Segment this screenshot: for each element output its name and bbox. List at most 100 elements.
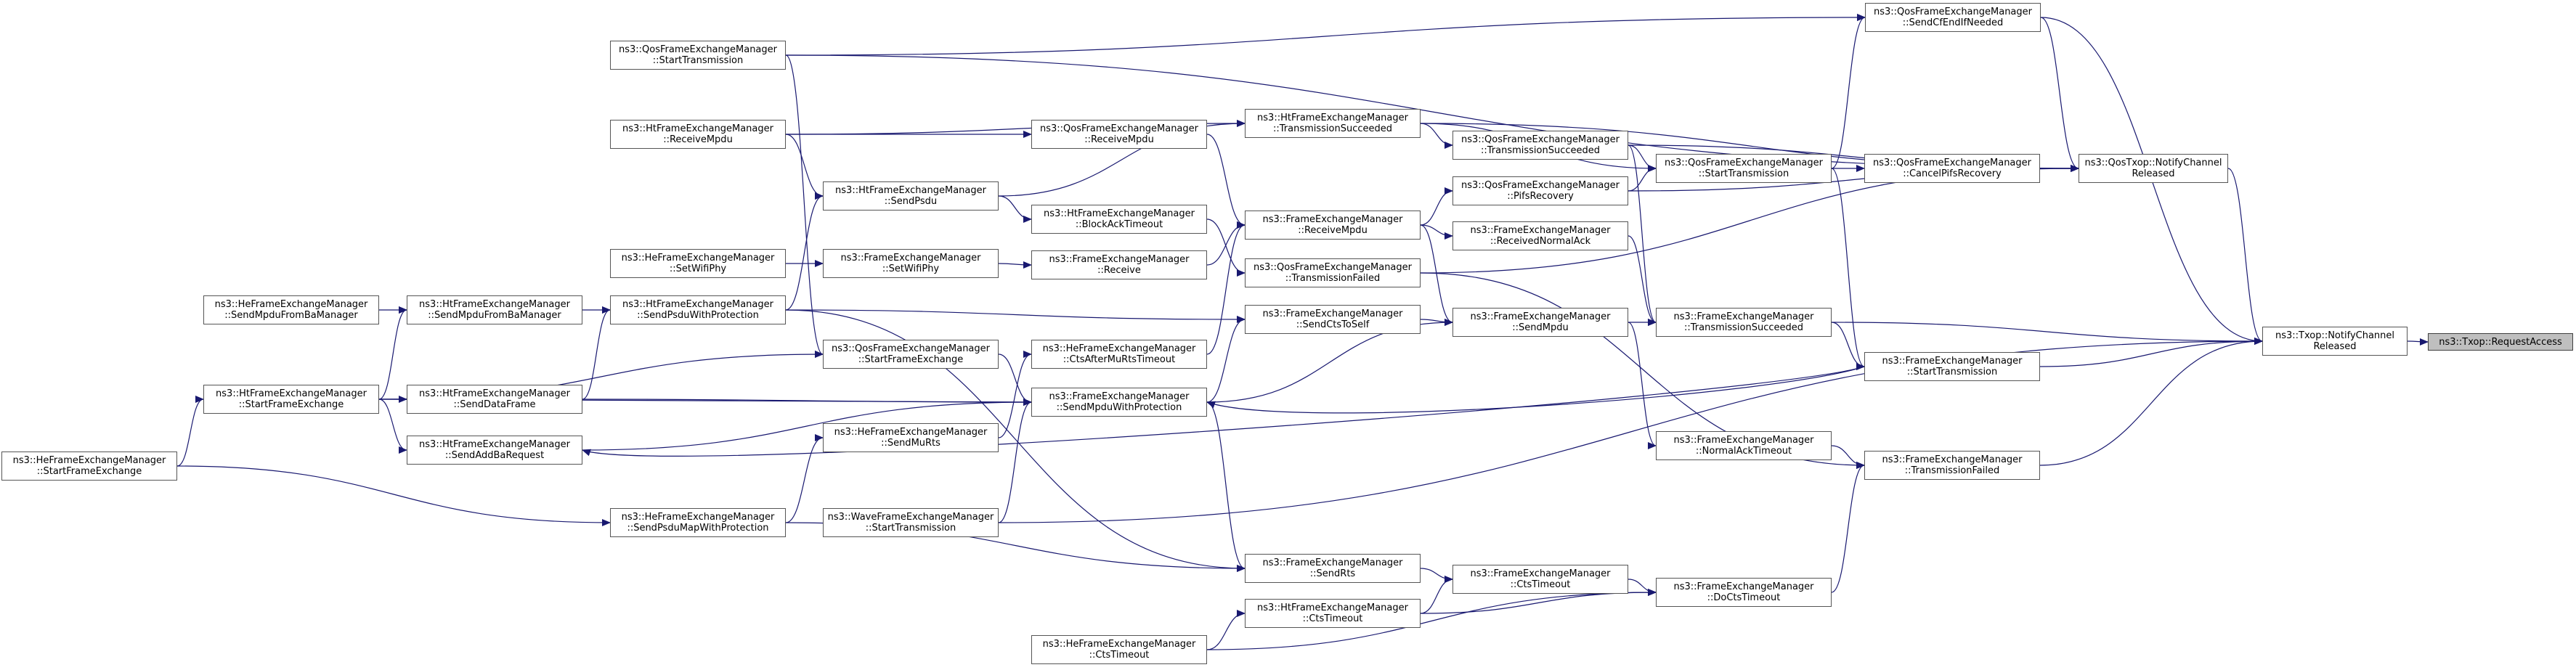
node-label-line: ::SendMpduWithProtection <box>1056 402 1182 413</box>
node-fem-normalacktimeout[interactable]: ns3::FrameExchangeManager::NormalAckTime… <box>1656 431 1832 460</box>
node-qos-sendcfend[interactable]: ns3::QosFrameExchangeManager::SendCfEndI… <box>1865 3 2041 32</box>
node-ht-ctstimeout[interactable]: ns3::HtFrameExchangeManager::CtsTimeout <box>1245 599 1421 628</box>
node-qos-txsucc[interactable]: ns3::QosFrameExchangeManager::Transmissi… <box>1452 131 1628 160</box>
node-txop-requestaccess[interactable]: ns3::Txop::RequestAccess <box>2428 333 2573 351</box>
node-label-line: ns3::FrameExchangeManager <box>1673 311 1814 322</box>
node-label-line: ns3::HtFrameExchangeManager <box>835 185 986 196</box>
node-label-line: ::CtsAfterMuRtsTimeout <box>1063 354 1176 365</box>
node-label-line: ::SendCfEndIfNeeded <box>1902 17 2004 28</box>
edge-he-ctstimeout-to-ht-ctstimeout <box>1206 610 1246 650</box>
edge-fem-txfailed-to-txop-notify <box>2039 338 2263 466</box>
edge-ht-startfe-to-ht-sendmpdufromba <box>378 306 407 400</box>
node-label-line: ns3::FrameExchangeManager <box>1262 309 1403 319</box>
node-label-line: ::SendDataFrame <box>453 399 536 410</box>
node-label-line: ::CtsTimeout <box>1510 579 1571 590</box>
edge-fem-starttx-to-fem-sendmpduwithprot <box>1206 366 1865 414</box>
node-qos-starttx2[interactable]: ns3::QosFrameExchangeManager::StartTrans… <box>1656 154 1832 183</box>
edge-he-ctstimeout-to-fem-doctstimeout <box>1206 589 1657 650</box>
node-he-ctstimeout[interactable]: ns3::HeFrameExchangeManager::CtsTimeout <box>1031 635 1207 664</box>
node-qos-pifs[interactable]: ns3::QosFrameExchangeManager::PifsRecove… <box>1452 176 1628 205</box>
node-label-line: ns3::HeFrameExchangeManager <box>621 512 775 523</box>
node-qos-receivempdu[interactable]: ns3::QosFrameExchangeManager::ReceiveMpd… <box>1031 120 1207 149</box>
node-fem-receivednormalack[interactable]: ns3::FrameExchangeManager::ReceivedNorma… <box>1452 221 1628 250</box>
node-ht-receivempdu[interactable]: ns3::HtFrameExchangeManager::ReceiveMpdu <box>610 120 786 149</box>
node-wave-starttx[interactable]: ns3::WaveFrameExchangeManager::StartTran… <box>823 508 999 537</box>
node-fem-txfailed[interactable]: ns3::FrameExchangeManager::TransmissionF… <box>1864 451 2040 480</box>
edge-txop-notify-to-txop-requestaccess <box>2407 338 2429 346</box>
edge-fem-sendmpduwithprot-to-fem-sendrts <box>1206 401 1246 572</box>
node-fem-sendmpduwithprot[interactable]: ns3::FrameExchangeManager::SendMpduWithP… <box>1031 388 1207 417</box>
node-fem-setwifiphy[interactable]: ns3::FrameExchangeManager::SetWifiPhy <box>823 249 999 278</box>
node-label-line: ns3::HtFrameExchangeManager <box>1257 602 1408 613</box>
node-fem-txsucc[interactable]: ns3::FrameExchangeManager::TransmissionS… <box>1656 308 1832 337</box>
node-label-line: ::StartTransmission <box>652 55 744 66</box>
node-label-line: ::SendMpdu <box>1512 322 1569 333</box>
node-label-line: ns3::FrameExchangeManager <box>1470 568 1611 579</box>
node-qos-txfailed[interactable]: ns3::QosFrameExchangeManager::Transmissi… <box>1245 258 1421 287</box>
node-label-line: ::SendMpduFromBaManager <box>428 310 561 321</box>
node-he-ctsaftermurts[interactable]: ns3::HeFrameExchangeManager::CtsAfterMuR… <box>1031 340 1207 369</box>
node-qos-startfe[interactable]: ns3::QosFrameExchangeManager::StartFrame… <box>823 340 999 369</box>
node-he-startfe[interactable]: ns3::HeFrameExchangeManager::StartFrameE… <box>1 452 177 481</box>
node-fem-sendmpdu[interactable]: ns3::FrameExchangeManager::SendMpdu <box>1452 308 1628 337</box>
node-fem-sendrts[interactable]: ns3::FrameExchangeManager::SendRts <box>1245 554 1421 583</box>
edge-ht-senddataframe-to-ht-sendpsduwithprot <box>582 306 611 400</box>
edge-ht-senddataframe-to-fem-sendmpduwithprot <box>582 398 1032 406</box>
node-qos-starttx[interactable]: ns3::QosFrameExchangeManager::StartTrans… <box>610 41 786 70</box>
edge-he-sendmurts-to-he-ctsaftermurts <box>998 351 1032 438</box>
node-fem-ctstimeout[interactable]: ns3::FrameExchangeManager::CtsTimeout <box>1452 565 1628 594</box>
node-ht-sendmpdufromba[interactable]: ns3::HtFrameExchangeManager::SendMpduFro… <box>407 295 582 324</box>
edge-qos-starttx-to-qos-startfe <box>785 54 824 358</box>
node-label-line: ::TransmissionFailed <box>1904 465 2000 476</box>
node-fem-starttx[interactable]: ns3::FrameExchangeManager::StartTransmis… <box>1864 352 2040 381</box>
node-qos-cancelpifs[interactable]: ns3::QosFrameExchangeManager::CancelPifs… <box>1864 154 2040 183</box>
edge-qos-starttx-to-qostxop-notify <box>785 54 2079 172</box>
node-fem-receivempdu[interactable]: ns3::FrameExchangeManager::ReceiveMpdu <box>1245 211 1421 240</box>
node-fem-receive[interactable]: ns3::FrameExchangeManager::Receive <box>1031 250 1207 279</box>
node-he-sendmurts[interactable]: ns3::HeFrameExchangeManager::SendMuRts <box>823 423 999 452</box>
node-he-setwifiphy[interactable]: ns3::HeFrameExchangeManager::SetWifiPhy <box>610 249 786 278</box>
edge-qos-txsucc-to-qos-starttx2 <box>1628 144 1657 172</box>
node-label-line: ns3::QosFrameExchangeManager <box>831 343 990 354</box>
node-label-line: ::TransmissionSucceeded <box>1480 145 1601 156</box>
node-label-line: ::PifsRecovery <box>1507 191 1574 202</box>
node-fem-doctstimeout[interactable]: ns3::FrameExchangeManager::DoCtsTimeout <box>1656 578 1832 607</box>
node-ht-sendpsdu[interactable]: ns3::HtFrameExchangeManager::SendPsdu <box>823 181 999 211</box>
node-label-line: Released <box>2132 168 2175 179</box>
node-label-line: ::SendMuRts <box>881 438 940 449</box>
node-label-line: ::DoCtsTimeout <box>1707 592 1781 603</box>
node-label-line: ns3::HeFrameExchangeManager <box>1042 639 1196 650</box>
edge-wave-starttx-to-fem-sendmpduwithprot <box>998 399 1032 523</box>
edge-qostxop-notify-to-txop-notify <box>2227 168 2263 345</box>
node-label-line: ns3::QosFrameExchangeManager <box>1253 262 1412 273</box>
node-label-line: ::SendMpduFromBaManager <box>224 310 358 321</box>
node-label-line: ns3::QosFrameExchangeManager <box>618 44 777 55</box>
node-label-line: ns3::HeFrameExchangeManager <box>1042 343 1196 354</box>
node-label-line: ns3::HtFrameExchangeManager <box>419 439 570 450</box>
edge-ht-sendaddba-to-fem-sendmpduwithprot <box>582 399 1032 451</box>
node-he-sendmpdufromba[interactable]: ns3::HeFrameExchangeManager::SendMpduFro… <box>203 295 379 324</box>
edge-fem-starttx-to-ht-sendaddba <box>582 366 1865 457</box>
node-ht-sendpsduwithprot[interactable]: ns3::HtFrameExchangeManager::SendPsduWit… <box>610 295 786 324</box>
node-label-line: ::BlockAckTimeout <box>1075 219 1163 230</box>
edge-qos-txsucc-to-fem-txsucc <box>1628 144 1657 326</box>
edge-fem-receivempdu-to-fem-receivednormalack <box>1420 224 1453 240</box>
node-label-line: ns3::FrameExchangeManager <box>1262 557 1403 568</box>
edge-he-startfe-to-he-sendpsdumap <box>176 465 611 526</box>
node-ht-startfe[interactable]: ns3::HtFrameExchangeManager::StartFrameE… <box>203 385 379 414</box>
node-he-sendpsdumap[interactable]: ns3::HeFrameExchangeManager::SendPsduMap… <box>610 508 786 537</box>
edge-fem-sendrts-to-fem-ctstimeout <box>1420 568 1453 583</box>
node-ht-sendaddba[interactable]: ns3::HtFrameExchangeManager::SendAddBaRe… <box>407 436 582 465</box>
node-label-line: ::Receive <box>1097 265 1141 276</box>
node-fem-sendctstoself[interactable]: ns3::FrameExchangeManager::SendCtsToSelf <box>1245 305 1421 334</box>
node-ht-blockack[interactable]: ns3::HtFrameExchangeManager::BlockAckTim… <box>1031 205 1207 234</box>
node-label-line: ::StartTransmission <box>865 523 956 534</box>
node-ht-txsucc[interactable]: ns3::HtFrameExchangeManager::Transmissio… <box>1245 109 1421 138</box>
node-ht-senddataframe[interactable]: ns3::HtFrameExchangeManager::SendDataFra… <box>407 385 582 414</box>
node-label-line: ::TransmissionFailed <box>1285 273 1381 284</box>
node-label-line: ns3::QosFrameExchangeManager <box>1460 180 1620 191</box>
node-label-line: ns3::HtFrameExchangeManager <box>1044 208 1195 219</box>
edge-ht-txsucc-to-qos-txsucc <box>1420 123 1453 149</box>
